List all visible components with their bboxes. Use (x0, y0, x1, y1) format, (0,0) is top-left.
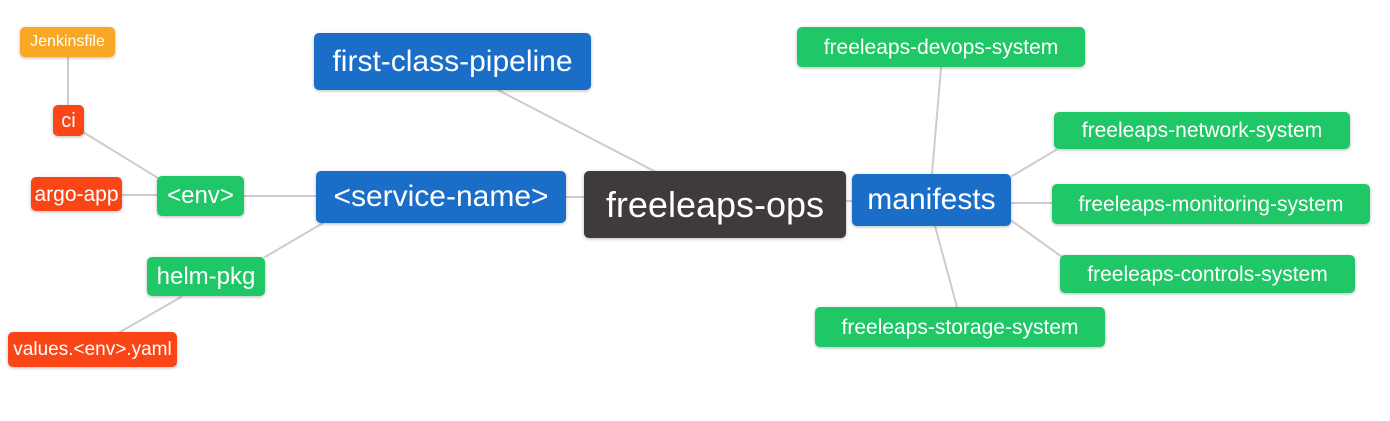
mindmap-node-freeleaps-monitoring-system[interactable]: freeleaps-monitoring-system (1052, 184, 1370, 224)
mindmap-node-jenkinsfile[interactable]: Jenkinsfile (20, 27, 115, 57)
mindmap-node-values-env-yaml[interactable]: values.<env>.yaml (8, 332, 177, 367)
mindmap-node-freeleaps-ops[interactable]: freeleaps-ops (584, 171, 846, 238)
edge-freeleaps-controls-system-to-manifests (1011, 220, 1063, 258)
mindmap-node-manifests[interactable]: manifests (852, 174, 1011, 226)
mindmap-node-freeleaps-network-system[interactable]: freeleaps-network-system (1054, 112, 1350, 149)
edge-freeleaps-storage-system-to-manifests (934, 225, 958, 308)
mindmap-node-service-name[interactable]: <service-name> (316, 171, 566, 223)
edge-ci-to-env (82, 131, 159, 179)
edge-helm-pkg-to-service-name (264, 222, 324, 258)
mindmap-node-freeleaps-controls-system[interactable]: freeleaps-controls-system (1060, 255, 1355, 293)
mindmap-node-freeleaps-devops-system[interactable]: freeleaps-devops-system (797, 27, 1085, 67)
mindmap-node-env[interactable]: <env> (157, 176, 244, 216)
mindmap-node-ci[interactable]: ci (53, 105, 84, 136)
edge-freeleaps-network-system-to-manifests (1011, 149, 1057, 177)
mindmap-node-freeleaps-storage-system[interactable]: freeleaps-storage-system (815, 307, 1105, 347)
edge-first-class-pipeline-to-freeleaps-ops (497, 89, 657, 173)
mindmap-node-first-class-pipeline[interactable]: first-class-pipeline (314, 33, 591, 90)
edge-freeleaps-devops-system-to-manifests (931, 67, 942, 175)
mindmap-node-helm-pkg[interactable]: helm-pkg (147, 257, 265, 296)
mindmap-node-argo-app[interactable]: argo-app (31, 177, 122, 211)
edge-values-env-yaml-to-helm-pkg (119, 296, 182, 333)
